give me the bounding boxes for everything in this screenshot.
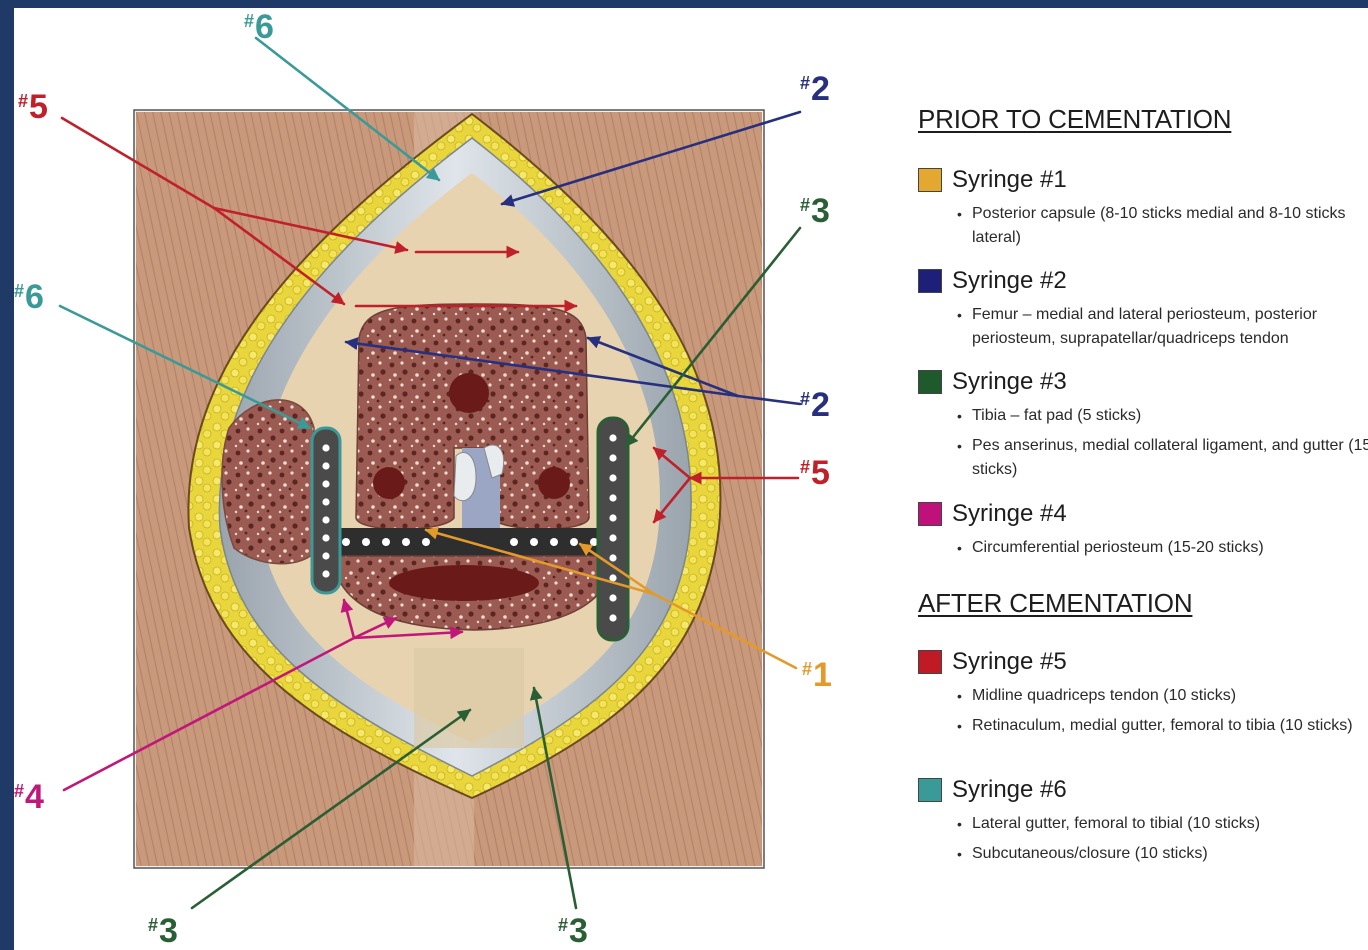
figure-canvas: #6 #5 #2 #3 #6 #2 #5 #1 #4 #3 #3 PRIOR T… xyxy=(14,8,1368,950)
tibial-keel-slot xyxy=(389,565,539,601)
syringe-4-label: Syringe #4 xyxy=(952,500,1067,528)
callout-3-bottom-right: #3 xyxy=(558,914,588,948)
syringe-4-item: Circumferential periosteum (15-20 sticks… xyxy=(972,536,1368,560)
syringe-1-label: Syringe #1 xyxy=(952,166,1067,194)
syringe-6-item: Subcutaneous/closure (10 sticks) xyxy=(972,842,1368,866)
callout-6-top: #6 xyxy=(244,10,274,44)
peg-hole-right xyxy=(538,467,570,499)
swatch-syringe-3 xyxy=(918,370,942,394)
swatch-syringe-5 xyxy=(918,650,942,674)
callout-3-top: #3 xyxy=(800,194,830,228)
femoral-canal-hole xyxy=(449,373,489,413)
after-heading: AFTER CEMENTATION xyxy=(918,588,1192,619)
syringe-3-label: Syringe #3 xyxy=(952,368,1067,396)
syringe-5-item: Midline quadriceps tendon (10 sticks) xyxy=(972,684,1368,708)
swatch-syringe-6 xyxy=(918,778,942,802)
cruciate-stump xyxy=(454,452,476,500)
syringe-5-item: Retinaculum, medial gutter, femoral to t… xyxy=(972,714,1368,738)
callout-5-right: #5 xyxy=(800,456,830,490)
syringe-6-item: Lateral gutter, femoral to tibial (10 st… xyxy=(972,812,1368,836)
syringe-2-item: Femur – medial and lateral periosteum, p… xyxy=(972,303,1368,351)
callout-1-right: #1 xyxy=(802,658,832,692)
prior-heading: PRIOR TO CEMENTATION xyxy=(918,104,1231,135)
callout-2-right: #2 xyxy=(800,388,830,422)
syringe-1-item: Posterior capsule (8-10 sticks medial an… xyxy=(972,202,1368,250)
fat-pad xyxy=(414,648,524,748)
callout-6-left: #6 xyxy=(14,280,44,314)
callout-5-top: #5 xyxy=(18,90,48,124)
syringe-3-item: Tibia – fat pad (5 sticks) xyxy=(972,404,1368,428)
syringe-3-item: Pes anserinus, medial collateral ligamen… xyxy=(972,434,1368,482)
knee-illustration xyxy=(14,8,914,950)
lateral-gutter xyxy=(312,428,340,593)
swatch-syringe-2 xyxy=(918,269,942,293)
callout-3-bottom-left: #3 xyxy=(148,914,178,948)
legend: PRIOR TO CEMENTATION Syringe #1 Posterio… xyxy=(918,8,1368,950)
swatch-syringe-4 xyxy=(918,502,942,526)
swatch-syringe-1 xyxy=(918,168,942,192)
callout-2-top: #2 xyxy=(800,72,830,106)
medial-gutter xyxy=(598,418,628,640)
syringe-5-label: Syringe #5 xyxy=(952,648,1067,676)
peg-hole-left xyxy=(373,467,405,499)
callout-4-left: #4 xyxy=(14,780,44,814)
syringe-2-label: Syringe #2 xyxy=(952,267,1067,295)
syringe-6-label: Syringe #6 xyxy=(952,776,1067,804)
